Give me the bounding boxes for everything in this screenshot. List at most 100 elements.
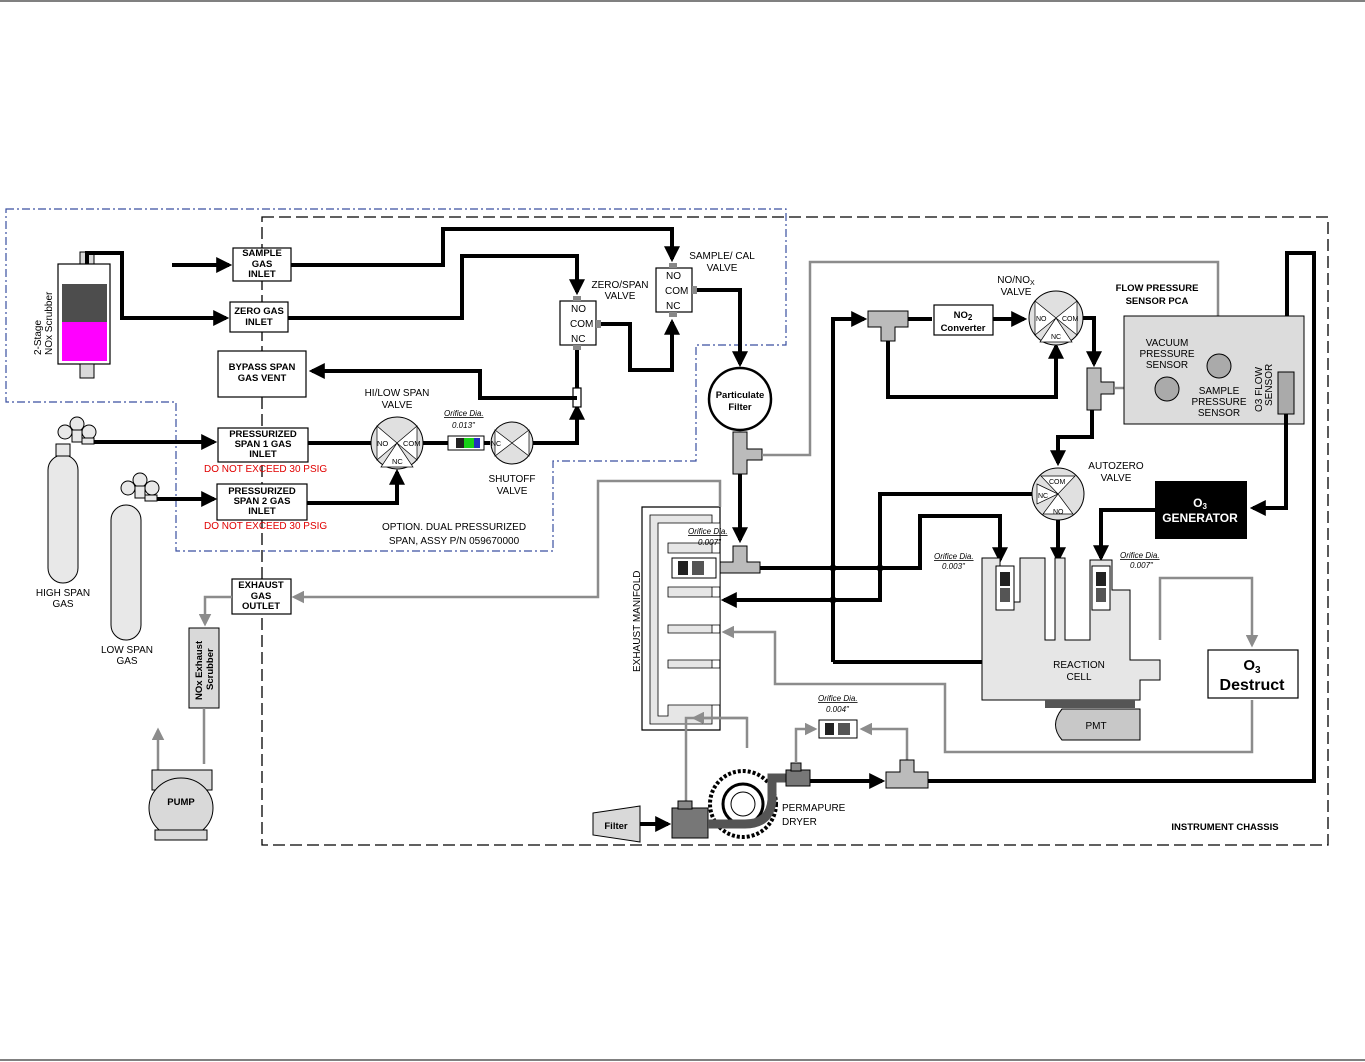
pump: PUMP <box>148 769 214 841</box>
orifice-007a: Orifice Dia. 0.007" <box>671 527 728 579</box>
svg-text:VALVE: VALVE <box>707 263 738 274</box>
svg-text:NC: NC <box>1051 334 1061 341</box>
svg-text:VALVE: VALVE <box>1001 287 1032 298</box>
bypass-span-vent: BYPASS SPAN GAS VENT <box>217 350 307 398</box>
svg-text:SENSOR: SENSOR <box>1198 408 1240 419</box>
svg-text:COM: COM <box>570 319 593 330</box>
svg-text:OUTLET: OUTLET <box>242 601 280 612</box>
svg-text:0.007": 0.007" <box>1130 561 1154 570</box>
svg-text:PRESSURE: PRESSURE <box>1191 397 1246 408</box>
svg-text:VALVE: VALVE <box>382 400 413 411</box>
svg-text:Filter: Filter <box>728 402 752 413</box>
svg-text:LOW SPAN: LOW SPAN <box>101 645 153 656</box>
svg-text:NO/NOX: NO/NOX <box>997 275 1035 287</box>
svg-text:0.013": 0.013" <box>452 421 476 430</box>
sample-cal-valve: NO COM NC SAMPLE/ CAL VALVE <box>655 251 755 317</box>
svg-text:NC: NC <box>392 457 403 466</box>
pmt: PMT <box>1055 708 1141 741</box>
svg-text:NO: NO <box>666 271 681 282</box>
svg-text:COM: COM <box>403 439 421 448</box>
svg-text:COM: COM <box>665 286 688 297</box>
svg-text:NO: NO <box>1053 509 1064 516</box>
option-label-1: OPTION. DUAL PRESSURIZED <box>382 522 526 533</box>
svg-text:INLET: INLET <box>245 317 273 328</box>
option-label-2: SPAN, ASSY P/N 059670000 <box>389 536 520 547</box>
svg-text:EXHAUST MANIFOLD: EXHAUST MANIFOLD <box>632 571 643 673</box>
inlet-filter: Filter <box>592 805 641 843</box>
no-nox-valve: NO COM NC NO/NOX VALVE <box>997 275 1084 346</box>
no2-converter: NO2 Converter <box>933 304 994 336</box>
svg-text:ZERO/SPAN: ZERO/SPAN <box>591 280 648 291</box>
svg-text:NC: NC <box>571 334 585 345</box>
autozero-valve: COM NC NO AUTOZERO VALVE <box>1031 461 1144 521</box>
svg-text:HIGH SPAN: HIGH SPAN <box>36 588 90 599</box>
exhaust-gas-outlet: EXHAUST GAS OUTLET <box>231 578 292 615</box>
svg-text:SHUTOFF: SHUTOFF <box>488 474 535 485</box>
permapure-dryer: PERMAPURE DRYER <box>671 762 846 839</box>
svg-text:BYPASS SPAN: BYPASS SPAN <box>229 362 296 373</box>
hilow-span-valve: NO COM NC HI/LOW SPAN VALVE <box>365 388 430 470</box>
svg-text:NO: NO <box>377 439 388 448</box>
svg-text:Destruct: Destruct <box>1220 677 1286 694</box>
svg-text:NC: NC <box>1038 493 1048 500</box>
flow-pressure-pca: FLOW PRESSURE SENSOR PCA VACUUM PRESSURE… <box>1116 283 1305 425</box>
svg-text:Orifice Dia.: Orifice Dia. <box>818 694 858 703</box>
span2-inlet: PRESSURIZED SPAN 2 GAS INLET <box>216 483 308 521</box>
svg-text:PRESSURIZED: PRESSURIZED <box>228 486 296 497</box>
svg-text:PUMP: PUMP <box>167 797 195 808</box>
span1-inlet: PRESSURIZED SPAN 1 GAS INLET <box>217 427 309 463</box>
reaction-cell: REACTION CELL <box>981 557 1161 708</box>
low-span-cylinder: LOW SPAN GAS <box>101 472 160 667</box>
svg-text:NO2: NO2 <box>954 310 973 322</box>
svg-text:DRYER: DRYER <box>782 817 817 828</box>
svg-text:GAS: GAS <box>251 591 272 602</box>
svg-text:INLET: INLET <box>249 449 277 460</box>
svg-text:INLET: INLET <box>248 269 276 280</box>
nox-exhaust-scrubber: NOx Exhaust Scrubber <box>188 627 220 709</box>
svg-text:Scrubber: Scrubber <box>205 648 216 690</box>
svg-text:NO: NO <box>1036 316 1047 323</box>
svg-text:HI/LOW SPAN: HI/LOW SPAN <box>365 388 430 399</box>
nox-scrubber: 2-Stage NOx Scrubber <box>33 251 111 379</box>
svg-text:SPAN 2 GAS: SPAN 2 GAS <box>234 496 291 507</box>
instrument-chassis-border <box>261 216 1329 846</box>
scrubber-stage-1 <box>62 284 107 322</box>
chassis-label: INSTRUMENT CHASSIS <box>1171 822 1278 833</box>
svg-text:REACTION: REACTION <box>1053 660 1105 671</box>
svg-text:Orifice Dia.: Orifice Dia. <box>1120 551 1160 560</box>
svg-text:AUTOZERO: AUTOZERO <box>1088 461 1144 472</box>
zero-gas-inlet: ZERO GAS INLET <box>229 301 289 333</box>
svg-text:Orifice Dia.: Orifice Dia. <box>444 409 484 418</box>
svg-text:VALVE: VALVE <box>497 486 528 497</box>
svg-text:PERMAPURE: PERMAPURE <box>782 803 846 814</box>
svg-text:SAMPLE/ CAL: SAMPLE/ CAL <box>689 251 755 262</box>
svg-text:0.003": 0.003" <box>942 562 966 571</box>
svg-text:Filter: Filter <box>604 821 628 832</box>
svg-text:SPAN 1 GAS: SPAN 1 GAS <box>235 439 292 450</box>
svg-text:SAMPLE: SAMPLE <box>242 248 282 259</box>
svg-text:EXHAUST: EXHAUST <box>238 580 284 591</box>
svg-text:INLET: INLET <box>248 506 276 517</box>
svg-text:FLOW PRESSURE: FLOW PRESSURE <box>1116 283 1199 294</box>
svg-text:NC: NC <box>491 441 501 448</box>
warning-2: DO NOT EXCEED 30 PSIG <box>204 521 327 532</box>
svg-text:PRESSURE: PRESSURE <box>1139 349 1194 360</box>
option-boundary <box>5 208 787 552</box>
high-span-cylinder: HIGH SPAN GAS <box>36 416 97 610</box>
o3-generator: O3 GENERATOR <box>1155 481 1247 539</box>
svg-text:SENSOR: SENSOR <box>1146 360 1188 371</box>
svg-text:Orifice Dia.: Orifice Dia. <box>688 527 728 536</box>
svg-text:Converter: Converter <box>941 323 986 334</box>
svg-text:VALVE: VALVE <box>605 291 636 302</box>
shutoff-valve: NC SHUTOFF VALVE <box>488 421 536 497</box>
svg-text:GENERATOR: GENERATOR <box>1162 511 1238 525</box>
orifice-013: Orifice Dia. 0.013" <box>444 409 485 451</box>
orifice-007b: Orifice Dia. 0.007" <box>1120 551 1160 570</box>
svg-text:Orifice Dia.: Orifice Dia. <box>934 552 974 561</box>
svg-text:PRESSURIZED: PRESSURIZED <box>229 429 297 440</box>
svg-text:GAS VENT: GAS VENT <box>238 373 287 384</box>
orifice-003: Orifice Dia. 0.003" <box>934 552 974 571</box>
svg-text:O3 FLOW: O3 FLOW <box>1254 366 1265 412</box>
svg-text:GAS: GAS <box>116 656 137 667</box>
